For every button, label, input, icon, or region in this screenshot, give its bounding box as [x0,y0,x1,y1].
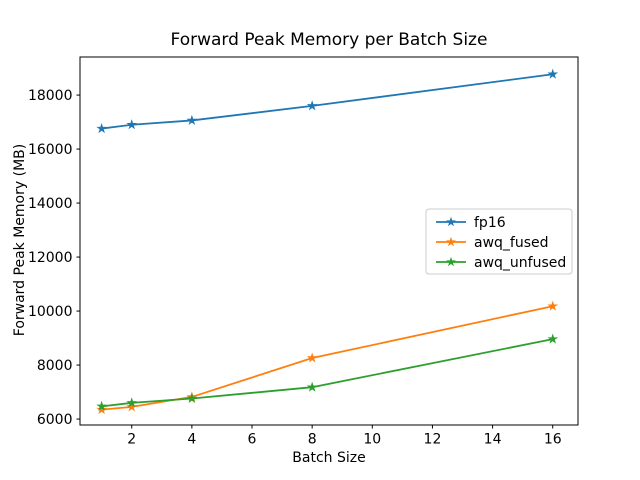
y-tick-label: 12000 [28,250,73,266]
legend-label-awq_fused: awq_fused [474,235,549,251]
series-line-awq_fused [100,305,554,411]
legend: fp16 awq_fused awq_unfused [425,208,573,275]
series-marker-awq_unfused [186,392,198,404]
x-tick-label: 12 [424,432,442,448]
x-tick-label: 8 [308,432,317,448]
series-line-awq_unfused [100,338,554,408]
legend-marker-awq_fused [446,236,456,247]
series-marker-awq_unfused [96,400,107,411]
y-axis-label: Forward Peak Memory (MB) [12,143,28,337]
y-tick-label: 6000 [37,412,73,428]
series-marker-awq_unfused [126,397,138,408]
x-axis-label: Batch Size [292,450,366,466]
x-tick-label: 6 [248,432,257,448]
legend-box [425,208,573,275]
legend-label-awq_unfused: awq_unfused [474,255,566,271]
x-tick-label: 14 [484,432,502,448]
series-marker-awq_fused [126,401,138,412]
series-marker-awq_fused [306,352,318,363]
series-marker-fp16 [186,114,198,125]
series-marker-awq_unfused [306,381,318,392]
y-tick-label: 8000 [37,358,73,374]
y-tick-label: 14000 [28,196,73,212]
series-marker-awq_fused [547,300,559,311]
x-tick-label: 16 [544,432,562,448]
series-line-fp16 [100,73,554,130]
series-marker-fp16 [547,68,559,79]
legend-marker-fp16 [446,216,456,227]
x-tick-label: 2 [127,432,136,448]
x-tick-label: 4 [187,432,196,448]
series-marker-awq_unfused [547,333,559,344]
series-marker-fp16 [96,122,107,134]
y-tick-label: 16000 [28,142,73,158]
series-marker-fp16 [126,119,138,130]
series-marker-awq_fused [96,404,107,415]
y-tick-label: 10000 [28,304,73,320]
chart-title: Forward Peak Memory per Batch Size [170,30,488,50]
legend-marker-awq_unfused [446,256,456,267]
y-tick-label: 18000 [28,88,73,104]
series-marker-fp16 [306,100,318,111]
plot-border [79,56,579,426]
legend-label-fp16: fp16 [474,215,506,231]
x-tick-label: 10 [363,432,381,448]
